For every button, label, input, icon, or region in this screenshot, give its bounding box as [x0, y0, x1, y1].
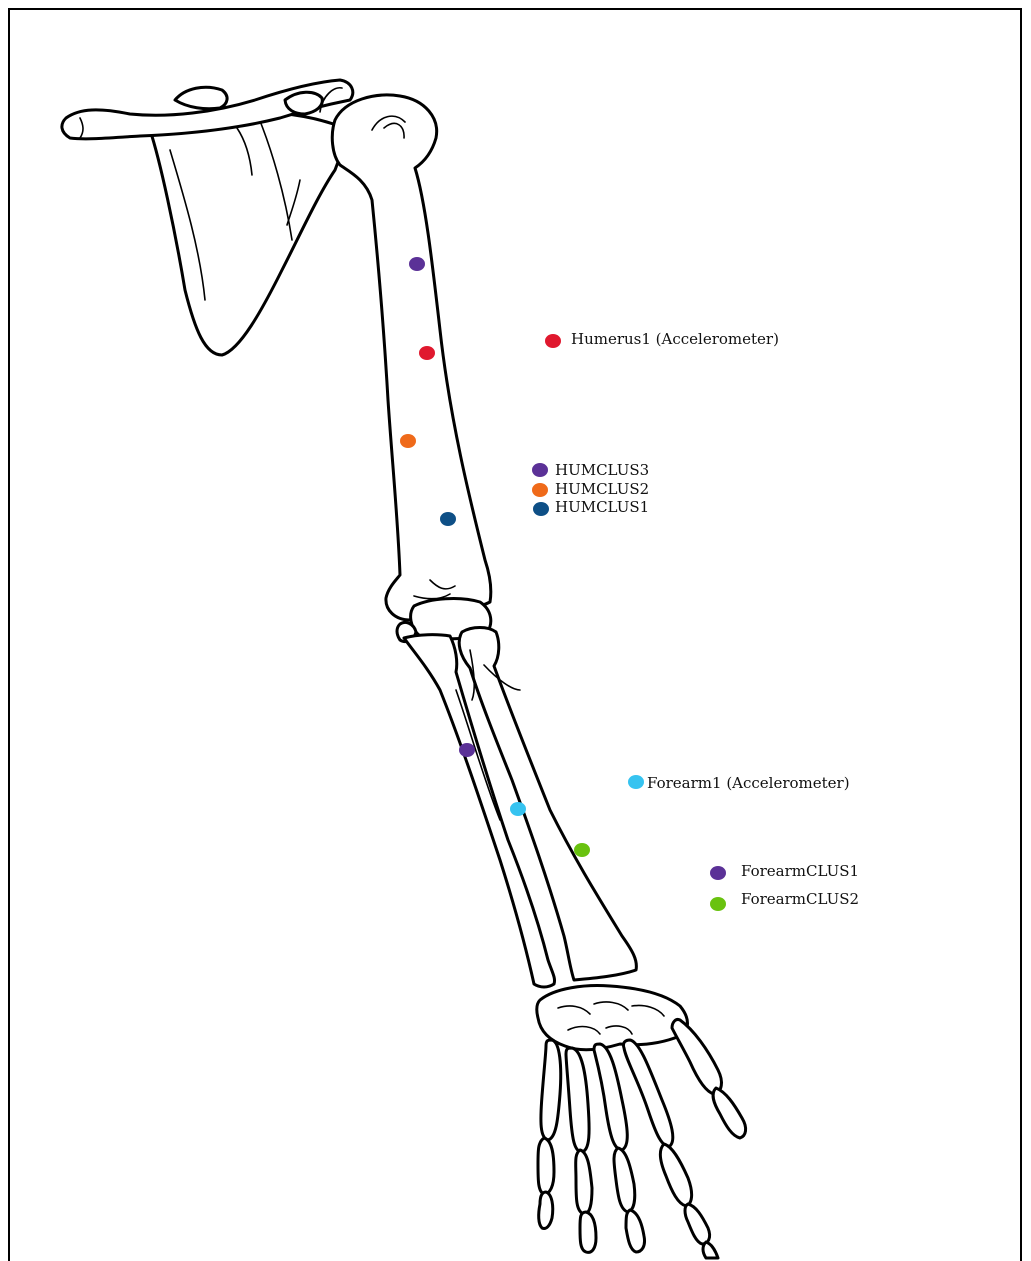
metacarpal-middle — [594, 1044, 627, 1150]
forearm1-label: Forearm1 (Accelerometer) — [647, 774, 850, 792]
forearmclus2-label: ForearmCLUS2 — [741, 890, 859, 908]
metacarpal-ring — [566, 1048, 589, 1152]
scapula — [150, 112, 350, 355]
forearmclus1-legend-dot — [710, 866, 726, 880]
forearm1-legend-dot — [628, 775, 644, 789]
humclus2-legend-dot — [532, 483, 548, 497]
acromion — [175, 87, 227, 108]
forearmclus2-marker — [574, 843, 590, 857]
coracoid — [285, 92, 322, 114]
thumb-phalanx — [713, 1088, 746, 1138]
forearmclus1-label: ForearmCLUS1 — [741, 862, 859, 880]
humclus1-legend-dot — [533, 502, 549, 516]
humerus1-legend-dot — [545, 334, 561, 348]
humclus1-label: HUMCLUS1 — [555, 498, 649, 516]
humerus1-marker — [419, 346, 435, 360]
humclus3-marker — [409, 257, 425, 271]
humclus2-label: HUMCLUS2 — [555, 480, 649, 498]
forearmclus1-marker — [459, 743, 475, 757]
carpals — [537, 986, 688, 1050]
humerus — [332, 95, 490, 620]
humclus3-label: HUMCLUS3 — [555, 461, 649, 479]
metacarpal-little — [541, 1040, 561, 1140]
humclus3-legend-dot — [532, 463, 548, 477]
finger-phalanges — [538, 1138, 718, 1258]
forearm1-marker — [510, 802, 526, 816]
forearmclus2-legend-dot — [710, 897, 726, 911]
thumb-metacarpal — [672, 1019, 721, 1094]
humerus1-label: Humerus1 (Accelerometer) — [571, 330, 779, 348]
metacarpal-index — [623, 1040, 672, 1146]
humclus2-marker — [400, 434, 416, 448]
humclus1-marker — [440, 512, 456, 526]
